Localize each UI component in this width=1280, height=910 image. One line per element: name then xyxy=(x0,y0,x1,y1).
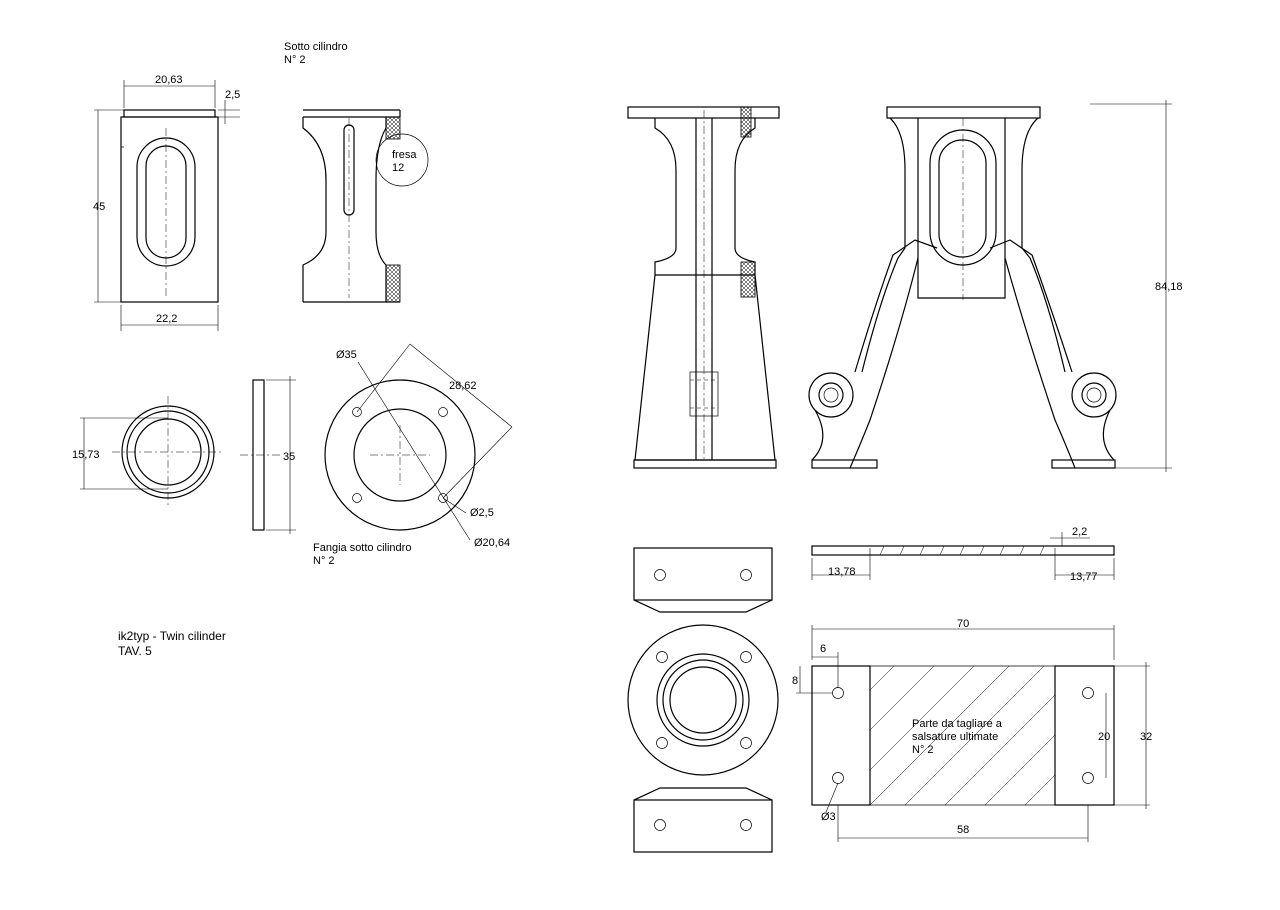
ring-top-view xyxy=(112,396,224,508)
dim-label-20-63: 20,63 xyxy=(155,74,183,86)
sotto-cilindro-side-view: Sotto cilindro N° 2 fresa 12 xyxy=(284,41,429,303)
dim-label-58: 58 xyxy=(957,824,969,836)
dim-label-84-18: 84,18 xyxy=(1155,281,1183,293)
sotto-cilindro-front-view xyxy=(120,109,219,303)
part-name-flangia: Fangia sotto cilindro xyxy=(313,542,411,554)
frame-side-section-view xyxy=(627,106,780,469)
dim-label-6: 6 xyxy=(820,643,826,655)
drawing-sheet-number: TAV. 5 xyxy=(118,644,152,658)
plate-hatched-area xyxy=(870,666,1055,805)
plate-note-qty: N° 2 xyxy=(912,744,934,756)
dimension-2-5: 2,5 xyxy=(218,89,240,124)
part-qty-sotto-cilindro: N° 2 xyxy=(284,54,306,66)
flange-face-view: Ø35 28,62 Ø2,5 Ø20,64 Fangia sotto cilin… xyxy=(313,343,513,567)
dimension-45: 45 xyxy=(93,109,124,303)
callout-fresa-size: 12 xyxy=(392,162,404,174)
title-block: ik2typ - Twin cilinder TAV. 5 xyxy=(118,629,226,658)
dim-label-28-62: 28,62 xyxy=(449,380,477,392)
plate-note-line-1: Parte da tagliare a xyxy=(912,718,1003,730)
dim-label-22-2: 22,2 xyxy=(156,313,177,325)
callout-fresa: fresa xyxy=(392,149,417,161)
plate-top-view: 70 Parte da tagliare a salsature ultimat… xyxy=(792,618,1152,842)
dim-label-2-5: 2,5 xyxy=(225,89,240,101)
fresa-detail-circle xyxy=(375,133,429,187)
dim-label-dia2-5: Ø2,5 xyxy=(470,507,494,519)
dimension-15-73: 15,73 xyxy=(72,417,168,490)
part-name-sotto-cilindro: Sotto cilindro xyxy=(284,41,348,53)
dim-label-32: 32 xyxy=(1140,731,1152,743)
dimension-22-2: 22,2 xyxy=(120,305,219,331)
dim-label-dia20-64: Ø20,64 xyxy=(474,537,510,549)
dim-label-dia35: Ø35 xyxy=(336,349,357,361)
flange-edge-view: 35 xyxy=(240,376,296,534)
plate-edge-view: 13,78 13,77 2,2 xyxy=(811,526,1115,583)
dim-label-70: 70 xyxy=(957,618,969,630)
dim-label-45: 45 xyxy=(93,201,105,213)
dim-label-8: 8 xyxy=(792,675,798,687)
plate-note-line-2: salsature ultimate xyxy=(912,731,998,743)
drawing-title: ik2typ - Twin cilinder xyxy=(118,629,226,643)
dim-label-20: 20 xyxy=(1098,731,1110,743)
dim-label-dia3: Ø3 xyxy=(821,811,836,823)
dim-label-2-2: 2,2 xyxy=(1072,526,1087,538)
dim-label-13-78: 13,78 xyxy=(828,566,856,578)
dim-label-13-77: 13,77 xyxy=(1070,571,1098,583)
frame-top-view xyxy=(627,547,779,853)
dim-label-15-73: 15,73 xyxy=(72,449,100,461)
dim-label-35: 35 xyxy=(283,451,295,463)
dimension-20-63: 20,63 xyxy=(123,74,216,108)
part-qty-flangia: N° 2 xyxy=(313,555,335,567)
frame-front-view: 84,18 xyxy=(808,100,1183,472)
